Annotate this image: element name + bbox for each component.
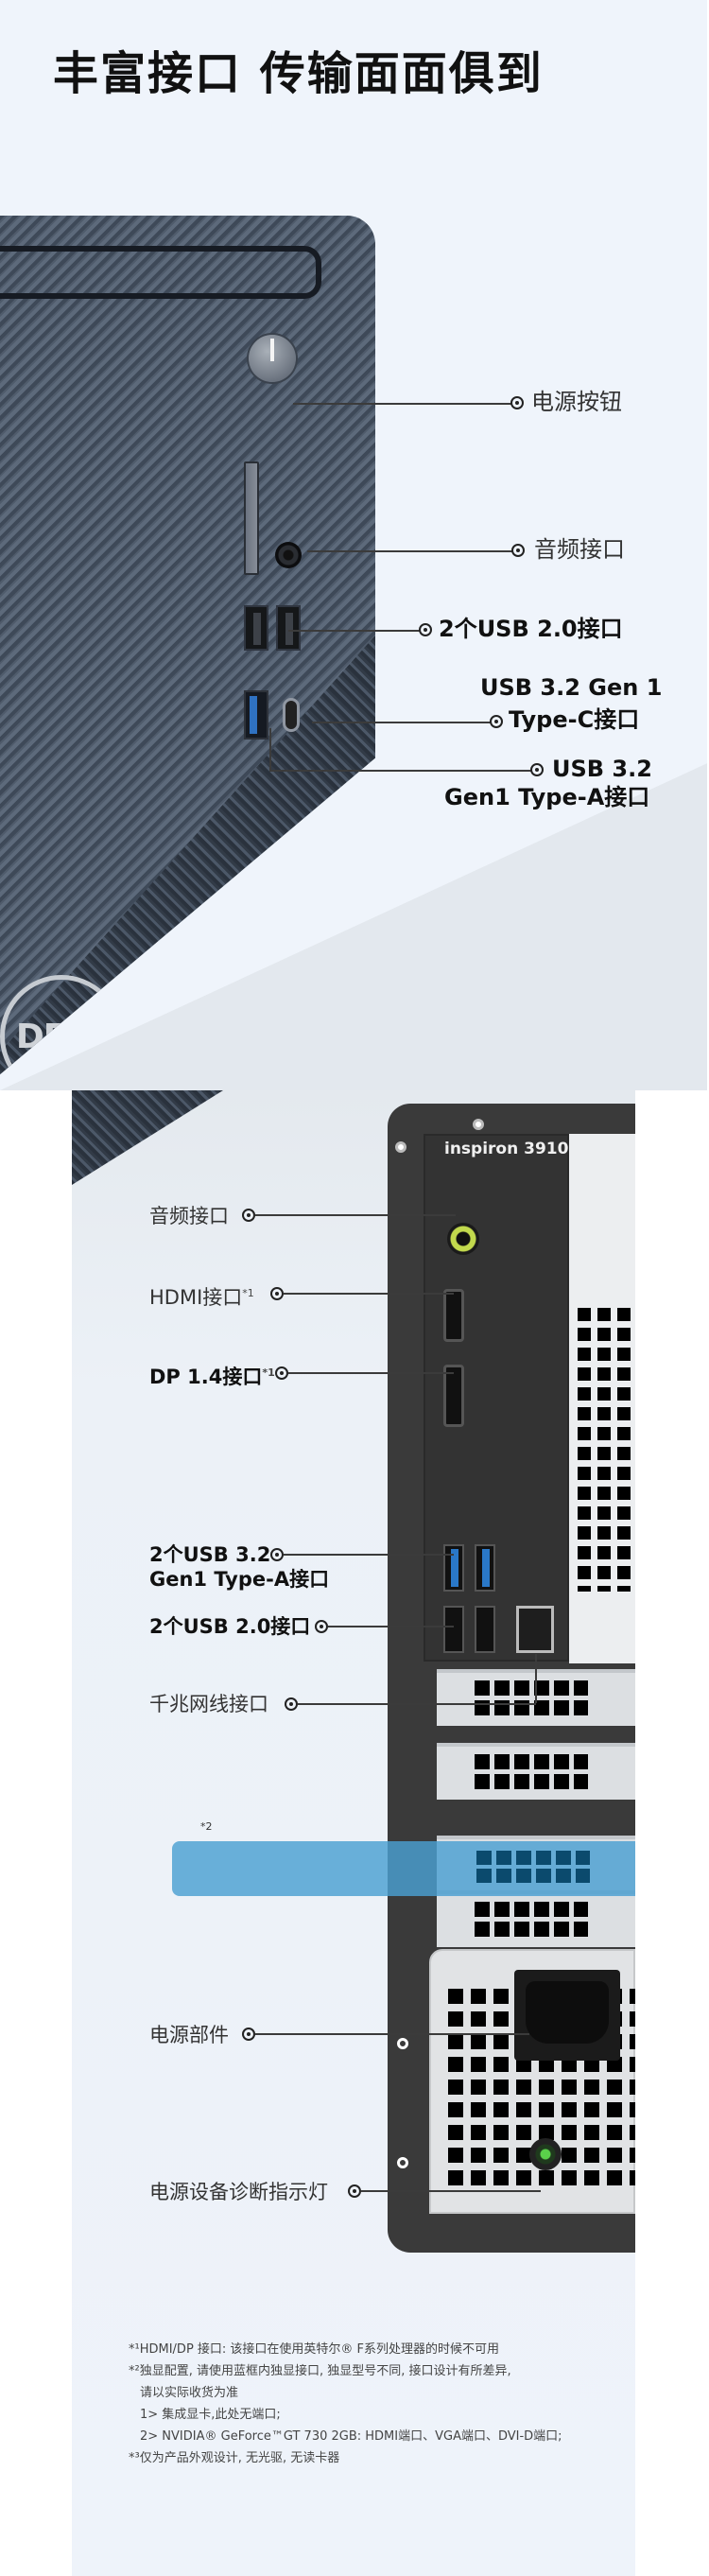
callout-line [293, 403, 512, 405]
callout-hdmi: HDMI接口*1 [149, 1279, 254, 1312]
footnote-1: *¹HDMI/DP 接口: 该接口在使用英特尔® F系列处理器的时候不可用 [129, 2342, 500, 2357]
callout-usbc-line2: Type-C接口 [509, 706, 640, 733]
callout-usba-line1: USB 3.2 [552, 756, 652, 782]
callout-hdmi-label: HDMI接口 [149, 1286, 243, 1309]
callout-line [307, 550, 513, 552]
tower-stripe-pattern [72, 1090, 223, 1185]
usb2-port-icon [443, 1606, 464, 1653]
callout-dot-icon [348, 2184, 361, 2198]
callout-rear-usb32-line1: 2个USB 3.2 [149, 1543, 271, 1566]
callout-dot-icon [242, 1209, 255, 1222]
gpu-slot-vent [476, 1851, 590, 1887]
slot-vent [475, 1902, 588, 1941]
callout-rear-usb32-line2: Gen1 Type-A接口 [149, 1568, 330, 1591]
vent-grid [578, 1308, 635, 1592]
callout-dp: DP 1.4接口*1 [149, 1359, 275, 1391]
card-reader-slot [244, 461, 259, 575]
callout-line [328, 1626, 454, 1627]
footnote-2-item-1: 1> 集成显卡,此处无端口; [140, 2408, 281, 2422]
callout-usba-line2: Gen1 Type-A接口 [444, 784, 650, 810]
psu-led-icon [529, 2138, 562, 2170]
callout-dot-icon [285, 1697, 298, 1711]
callout-line [269, 770, 532, 772]
usb3-port-icon [443, 1544, 464, 1592]
callout-dot-icon [270, 1548, 284, 1561]
slot-vent [475, 1754, 588, 1794]
callout-dp-label: DP 1.4接口 [149, 1366, 263, 1388]
screw-icon [397, 2157, 408, 2168]
callout-line [535, 1654, 537, 1703]
footnote-marker: *1 [242, 1287, 254, 1299]
footnote-2: *²独显配置, 请使用蓝框内独显接口, 独显型号不同, 接口设计有所差异, [129, 2364, 511, 2378]
callout-line [255, 2033, 529, 2035]
slot-vent [475, 1680, 588, 1720]
usb3-port-icon [244, 690, 268, 740]
callout-usbc-line1: USB 3.2 Gen 1 [480, 674, 663, 701]
screw-icon [397, 2038, 408, 2049]
callout-line [312, 722, 492, 723]
callout-line [288, 630, 421, 632]
callout-rear-audio: 音频接口 [149, 1205, 229, 1227]
callout-dot-icon [530, 763, 544, 776]
power-button-icon [249, 335, 296, 382]
callout-power-button: 电源按钮 [531, 389, 622, 415]
usbc-port-icon [283, 698, 300, 732]
callout-usb2: 2个USB 2.0接口 [439, 616, 623, 642]
callout-line [298, 1703, 536, 1705]
usb3-port-icon [475, 1544, 495, 1592]
footnote-3: *³仅为产品外观设计, 无光驱, 无读卡器 [129, 2451, 340, 2465]
callout-lan: 千兆网线接口 [149, 1693, 268, 1715]
usb2-port-icon [244, 605, 268, 651]
callout-dot-icon [490, 715, 503, 728]
footnote-marker: *1 [262, 1366, 275, 1379]
hdmi-port-icon [443, 1289, 464, 1342]
callout-line [269, 728, 271, 772]
callout-rear-usb20: 2个USB 2.0接口 [149, 1615, 311, 1638]
callout-dot-icon [315, 1620, 328, 1633]
callout-line [255, 1214, 456, 1216]
footnotes: *¹HDMI/DP 接口: 该接口在使用英特尔® F系列处理器的时候不可用 *²… [129, 2339, 620, 2469]
rear-panel-section: inspiron 3910 *2 音频接口 HDMI接口*1 DP 1.4接口*… [72, 1090, 635, 2576]
callout-psu: 电源部件 [149, 2024, 229, 2046]
audio-jack-icon [275, 542, 302, 568]
callout-dot-icon [275, 1366, 288, 1380]
gpu-footnote-marker: *2 [200, 1820, 213, 1833]
callout-psu-led: 电源设备诊断指示灯 [149, 2181, 328, 2203]
callout-dot-icon [511, 544, 525, 557]
page-title: 丰富接口 传输面面俱到 [53, 47, 544, 100]
power-socket-inner [526, 1981, 609, 2044]
footnote-2-item-2: 2> NVIDIA® GeForce™GT 730 2GB: HDMI端口、VG… [140, 2429, 562, 2444]
pc-tower-front: DELL [0, 216, 375, 1090]
model-name: inspiron 3910 [444, 1140, 569, 1158]
callout-dot-icon [510, 396, 524, 409]
callout-line [288, 1372, 454, 1374]
callout-line [361, 2190, 541, 2192]
callout-dot-icon [270, 1287, 284, 1300]
usb2-port-icon [276, 605, 301, 651]
screw-icon [473, 1119, 484, 1130]
callout-dot-icon [242, 2028, 255, 2041]
front-panel-section: 丰富接口 传输面面俱到 DELL 电源按钮 音频接口 2个USB 2.0接口 U… [0, 0, 707, 1090]
callout-audio-port: 音频接口 [534, 536, 625, 563]
footnote-2-cont: 请以实际收货为准 [140, 2386, 239, 2400]
optical-drive-slot [0, 246, 321, 299]
screw-icon [395, 1141, 406, 1153]
callout-dot-icon [419, 623, 432, 636]
displayport-icon [443, 1365, 464, 1427]
audio-jack-icon [447, 1223, 479, 1255]
callout-line [284, 1293, 454, 1295]
ethernet-port-icon [516, 1606, 554, 1653]
callout-line [284, 1554, 454, 1556]
usb2-port-icon [475, 1606, 495, 1653]
